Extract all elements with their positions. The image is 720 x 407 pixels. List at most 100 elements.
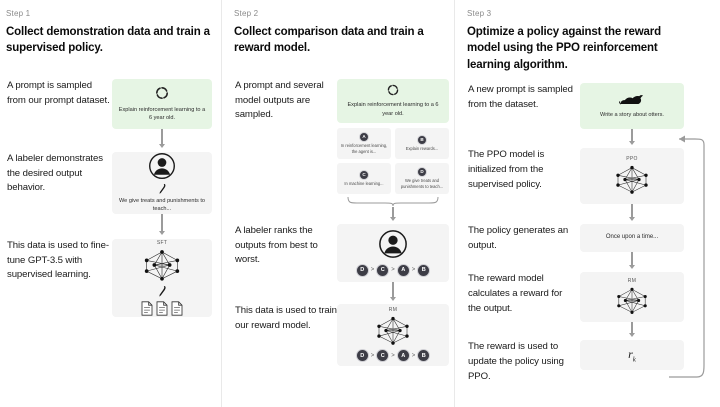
step-1-row-2: A labeler demonstrates the desired outpu… bbox=[6, 151, 222, 235]
step-2-rm-tag: RM bbox=[388, 307, 398, 314]
step-3-arrow-1 bbox=[628, 128, 637, 145]
step-3-output-text: Once upon a time... bbox=[605, 234, 659, 241]
step-3-arrow-4 bbox=[628, 321, 637, 337]
rank-chip-3: A bbox=[396, 263, 410, 277]
step-1-row-3: This data is used to fine-tune GPT-3.5 w… bbox=[6, 238, 222, 317]
step-3-reward-card: rk bbox=[580, 339, 684, 370]
rm-rank-chip-2: C bbox=[376, 349, 390, 363]
output-card-d: D We give treats and punishments to teac… bbox=[395, 162, 449, 194]
output-text-c: In machine learning... bbox=[344, 181, 384, 187]
step-2-title: Collect comparison data and train a rewa… bbox=[234, 26, 424, 55]
step-1-prompt-text: Explain reinforcement learning to a 6 ye… bbox=[118, 106, 206, 122]
pencil-icon bbox=[159, 183, 165, 194]
neural-network-icon bbox=[144, 249, 180, 281]
person-icon bbox=[379, 229, 407, 258]
neural-network-icon bbox=[617, 288, 647, 315]
step-3-caption-5: The reward is used to update the policy … bbox=[468, 340, 564, 382]
step-3-title: Optimize a policy against the reward mod… bbox=[467, 26, 661, 71]
step-3-prompt-card: Write a story about otters. bbox=[580, 82, 684, 129]
step-2-row-3: This data is used to train our reward mo… bbox=[234, 303, 455, 366]
rank-chip-4: B bbox=[417, 263, 431, 277]
rm-rank-chip-4: B bbox=[417, 349, 431, 363]
rank-chip-2: C bbox=[376, 263, 390, 277]
step-2-prompt-card: Explain reinforcement learning to a 6 ye… bbox=[337, 78, 449, 123]
sparkle-icon bbox=[156, 86, 168, 99]
step-1-label: Step 1 bbox=[6, 9, 31, 18]
output-letter-b: B bbox=[417, 134, 427, 145]
step-3-caption-4: The reward model calculates a reward for… bbox=[468, 272, 563, 314]
step-2-column: Step 2 Collect comparison data and train… bbox=[222, 0, 455, 407]
output-text-d: We give treats and punishments to teach.… bbox=[400, 178, 444, 189]
step-2-row-2: A labeler ranks the outputs from best to… bbox=[234, 223, 455, 301]
step-1-row-1: A prompt is sampled from our prompt data… bbox=[6, 78, 222, 148]
step-2-caption-3: This data is used to train our reward mo… bbox=[235, 304, 337, 331]
document-icon bbox=[141, 301, 153, 316]
step-2-row-1: A prompt and several model outputs are s… bbox=[234, 78, 455, 221]
output-card-b: B Explain rewards... bbox=[395, 127, 449, 159]
document-icon bbox=[156, 301, 168, 316]
step-2-rm-card: RM bbox=[337, 303, 449, 366]
step-1-caption-2: A labeler demonstrates the desired outpu… bbox=[7, 152, 103, 194]
step-3-row-5: The reward is used to update the policy … bbox=[467, 339, 720, 385]
step-3-rm-tag: RM bbox=[627, 278, 637, 285]
sparkle-icon bbox=[387, 85, 399, 96]
output-letter-c: C bbox=[359, 169, 369, 180]
column-divider-2 bbox=[454, 0, 455, 407]
step-2-outputs-grid: A In reinforcement learning, the agent i… bbox=[337, 127, 449, 194]
step-2-ranking-card: D > C > A > B bbox=[337, 223, 449, 282]
step-3-column: Step 3 Optimize a policy against the rew… bbox=[455, 0, 720, 407]
neural-network-icon bbox=[616, 166, 648, 195]
step-2-label: Step 2 bbox=[234, 9, 259, 18]
reward-symbol-base: r bbox=[628, 346, 633, 361]
step-1-prompt-card: Explain reinforcement learning to a 6 ye… bbox=[112, 78, 212, 129]
documents-group bbox=[141, 301, 183, 316]
step-3-row-1: A new prompt is sampled from the dataset… bbox=[467, 82, 720, 145]
rm-rank-sep-2: > bbox=[391, 352, 395, 359]
rm-rank-chip-1: D bbox=[355, 349, 369, 363]
step-1-labeler-text: We give treats and punishments to teach.… bbox=[118, 197, 206, 213]
step-3-prompt-text: Write a story about otters. bbox=[600, 112, 664, 119]
step-1-sft-tag: SFT bbox=[156, 239, 168, 246]
step-1-column: Step 1 Collect demonstration data and tr… bbox=[0, 0, 222, 407]
step-3-arrow-2 bbox=[628, 203, 637, 221]
step-3-output-card: Once upon a time... bbox=[580, 223, 684, 252]
step-3-rm-card: RM bbox=[580, 271, 684, 322]
step-3-row-2: The PPO model is initialized from the su… bbox=[467, 147, 720, 221]
step-2-caption-2: A labeler ranks the outputs from best to… bbox=[235, 224, 318, 266]
output-text-a: In reinforcement learning, the agent is.… bbox=[340, 143, 388, 154]
step-3-caption-3: The policy generates an output. bbox=[468, 224, 569, 251]
reward-symbol: rk bbox=[628, 347, 636, 363]
step-1-sft-card: SFT bbox=[112, 238, 212, 317]
output-letter-a: A bbox=[359, 131, 369, 142]
step-3-caption-1: A new prompt is sampled from the dataset… bbox=[468, 83, 573, 110]
step-1-caption-3: This data is used to fine-tune GPT-3.5 w… bbox=[7, 239, 109, 281]
ranking-sequence: D > C > A > B bbox=[355, 263, 431, 277]
step-1-arrow-2 bbox=[158, 213, 167, 235]
step-1-labeler-card: We give treats and punishments to teach.… bbox=[112, 151, 212, 214]
step-2-caption-1: A prompt and several model outputs are s… bbox=[235, 79, 324, 121]
rank-sep-2: > bbox=[391, 267, 395, 274]
brace-icon bbox=[347, 196, 439, 206]
rm-ranking-sequence: D > C > A > B bbox=[355, 349, 431, 363]
rm-rank-chip-3: A bbox=[396, 349, 410, 363]
step-3-caption-2: The PPO model is initialized from the su… bbox=[468, 148, 545, 190]
person-icon bbox=[149, 152, 175, 179]
rm-rank-sep-3: > bbox=[411, 352, 416, 359]
step-3-label: Step 3 bbox=[467, 9, 492, 18]
step-3-ppo-tag: PPO bbox=[626, 156, 638, 163]
step-2-arrow-1 bbox=[389, 206, 398, 221]
step-1-title: Collect demonstration data and train a s… bbox=[6, 26, 210, 55]
step-1-flow: Explain reinforcement learning to a 6 ye… bbox=[112, 78, 212, 148]
output-card-a: A In reinforcement learning, the agent i… bbox=[337, 127, 391, 159]
step-3-ppo-card: PPO bbox=[580, 147, 684, 204]
step-2-arrow-2 bbox=[389, 281, 398, 301]
step-1-caption-1: A prompt is sampled from our prompt data… bbox=[7, 79, 110, 106]
output-card-c: C In machine learning... bbox=[337, 162, 391, 194]
rank-sep-3: > bbox=[411, 267, 416, 274]
reward-symbol-subscript: k bbox=[632, 355, 636, 364]
step-3-arrow-3 bbox=[628, 251, 637, 269]
pencil-icon bbox=[158, 285, 166, 297]
step-2-prompt-text: Explain reinforcement learning to a 6 ye… bbox=[347, 102, 439, 117]
step-3-row-3: The policy generates an output. Once upo… bbox=[467, 223, 720, 269]
